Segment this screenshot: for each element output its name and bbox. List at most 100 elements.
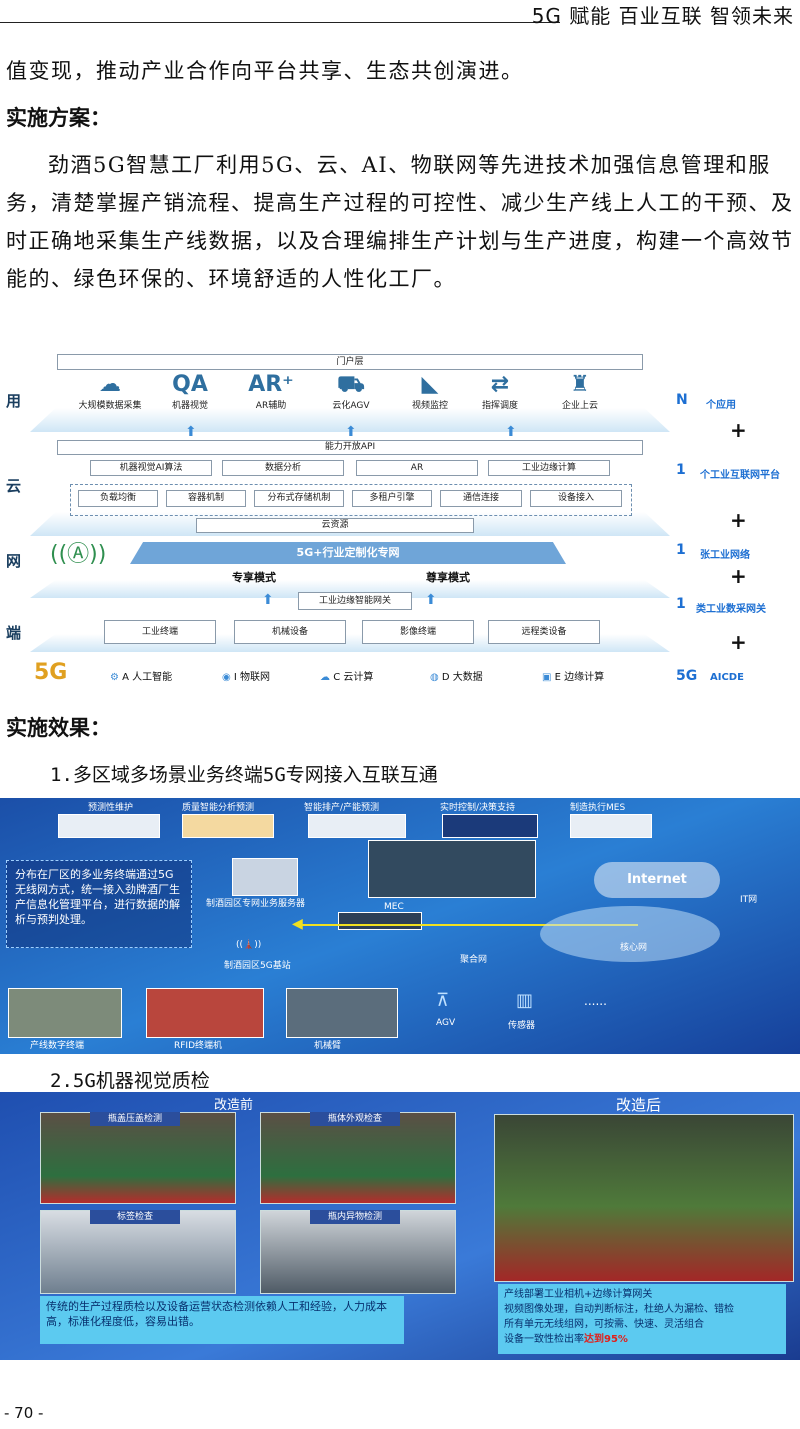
qa-icon: QA [172,372,208,397]
app-label: 大规模数据采集 [78,401,142,411]
bottom-label: 产线数字终端 [30,1041,85,1051]
bottom-label: AGV [436,1018,456,1028]
photo-label: 瓶内异物检测 [310,1210,400,1224]
bottom-label: 机械臂 [314,1041,342,1051]
aicde-item: ◍ D 大数据 [430,668,483,683]
plus-sign: + [730,418,747,442]
paragraph-plan: 劲酒5G智慧工厂利用5G、云、AI、物联网等先进技术加强信息管理和服务，清楚掌握… [6,153,794,291]
right-label: AICDE [710,672,744,683]
device-item: 工业终端 [104,620,216,644]
cloud-service: 数据分析 [222,460,344,476]
sensor-icon: ▥ [516,990,534,1011]
band-net [30,580,670,598]
camera-icon: ◣ [421,372,439,397]
after-note-highlight: 达到95% [584,1334,628,1345]
app-item: AR⁺ AR辅助 [236,372,306,411]
heading-plan: 实施方案： [6,106,111,130]
before-title: 改造前 [214,1098,254,1113]
plus-sign: + [730,508,747,532]
thumbnail [58,814,160,838]
server-rack-image [232,858,298,896]
app-label: 机器视觉 [171,401,208,411]
agg-label: 聚合网 [460,955,488,965]
top-label: 制造执行MES [570,803,626,813]
cloud-core-item: 容器机制 [166,490,246,507]
after-note: 产线部署工业相机+边缘计算网关 视频图像处理，自动判断标注，杜绝人为漏检、错检 … [498,1284,786,1354]
inspection-photo [40,1112,236,1204]
internet-cloud: Internet [594,862,720,898]
right-label: 张工业网络 [700,550,750,561]
cloud-service: 机器视觉AI算法 [90,460,212,476]
top-label: 智能排产/产能预测 [304,803,380,813]
arrow-left-icon: ◀ [292,916,303,932]
ai-icon: ⚙ [110,672,123,683]
after-photo [494,1114,794,1282]
core-label: 核心网 [620,943,648,953]
up-arrow-icon: ⬆ [262,592,274,608]
aicde-item: ☁ C 云计算 [320,668,373,683]
cloud-service: AR [356,460,478,476]
server-label: 制酒园区专网业务服务器 [206,899,306,909]
subheading-1: 1.多区域多场景业务终端5G专网接入互联互通 [50,764,438,786]
band-app [30,408,670,432]
app-item: ⇄ 指挥调度 [465,372,535,411]
core-network-ring [540,906,720,962]
cloud-core-item: 多租户引擎 [352,490,432,507]
ellipsis: ...... [584,994,607,1008]
page-number: - 70 - [4,1404,44,1422]
aicde-label: D 大数据 [441,672,483,683]
aicde-label: E 边缘计算 [554,672,605,683]
edge-gateway: 工业边缘智能网关 [298,592,412,610]
terminal-photo [8,988,122,1038]
itnet-label: IT网 [740,895,758,905]
forklift-icon: ⛟ [337,372,365,397]
up-arrow-icon: ⬆ [505,424,517,440]
app-item: ⛟云化AGV [316,372,386,411]
device-item: 影像终端 [362,620,474,644]
top-label: 实时控制/决策支持 [440,803,516,813]
photo-label: 瓶体外观检查 [310,1112,400,1126]
after-note-line: 视频图像处理，自动判断标注，杜绝人为漏检、错检 [504,1304,734,1315]
app-item: ◣视频监控 [395,372,465,411]
mode-right: 尊享模式 [426,571,470,584]
control-room-image [368,840,536,898]
app-item: ☁ 大规模数据采集 [70,372,150,411]
cloud-resource: 云资源 [196,518,474,533]
device-item: 远程类设备 [488,620,600,644]
ar-icon: AR⁺ [248,372,294,397]
paragraph-continuation: 值变现，推动产业合作向平台共享、生态共创演进。 [6,59,524,83]
portal-layer: 门户层 [57,354,643,370]
subheading-2: 2.5G机器视觉质检 [50,1070,210,1092]
iot-icon: ◉ [222,672,234,683]
bottom-label: 传感器 [508,1021,536,1031]
top-label: 预测性维护 [88,803,134,813]
app-item: QA 机器视觉 [155,372,225,411]
app-label: AR辅助 [255,401,287,411]
cloud-core-item: 负载均衡 [78,490,158,507]
plus-sign: + [730,630,747,654]
inspection-photo [260,1112,456,1204]
robot-arm-photo [286,988,398,1038]
bigdata-icon: ◍ [430,672,442,683]
dispatch-icon: ⇄ [490,372,510,397]
cloud-data-icon: ☁ [99,372,121,397]
thumbnail [570,814,652,838]
tier-device: 端 [6,624,22,642]
right-num: 1 [676,596,686,612]
after-note-line: 所有单元无线组网，可按需、快速、灵活组合 [504,1319,704,1330]
up-arrow-icon: ⬆ [425,592,437,608]
right-num: 5G [676,668,698,684]
cloud-compute-icon: ☁ [320,672,334,683]
after-title: 改造后 [616,1096,662,1114]
up-arrow-icon: ⬆ [345,424,357,440]
after-note-line: 设备一致性检出率达到95% [504,1332,780,1347]
right-num: N [676,392,688,408]
quality-inspection-figure: 改造前 改造后 瓶盖压盖检测 瓶体外观检查 标签检查 瓶内异物检测 传统的生产过… [0,1092,800,1360]
aicde-label: A 人工智能 [122,672,173,683]
app-label: 指挥调度 [481,401,518,411]
photo-label: 标签检查 [90,1210,180,1224]
aicde-label: C 云计算 [333,672,374,683]
header-title: 5G 赋能 百业互联 智领未来 [531,4,794,28]
bottom-label: RFID终端机 [174,1041,223,1051]
